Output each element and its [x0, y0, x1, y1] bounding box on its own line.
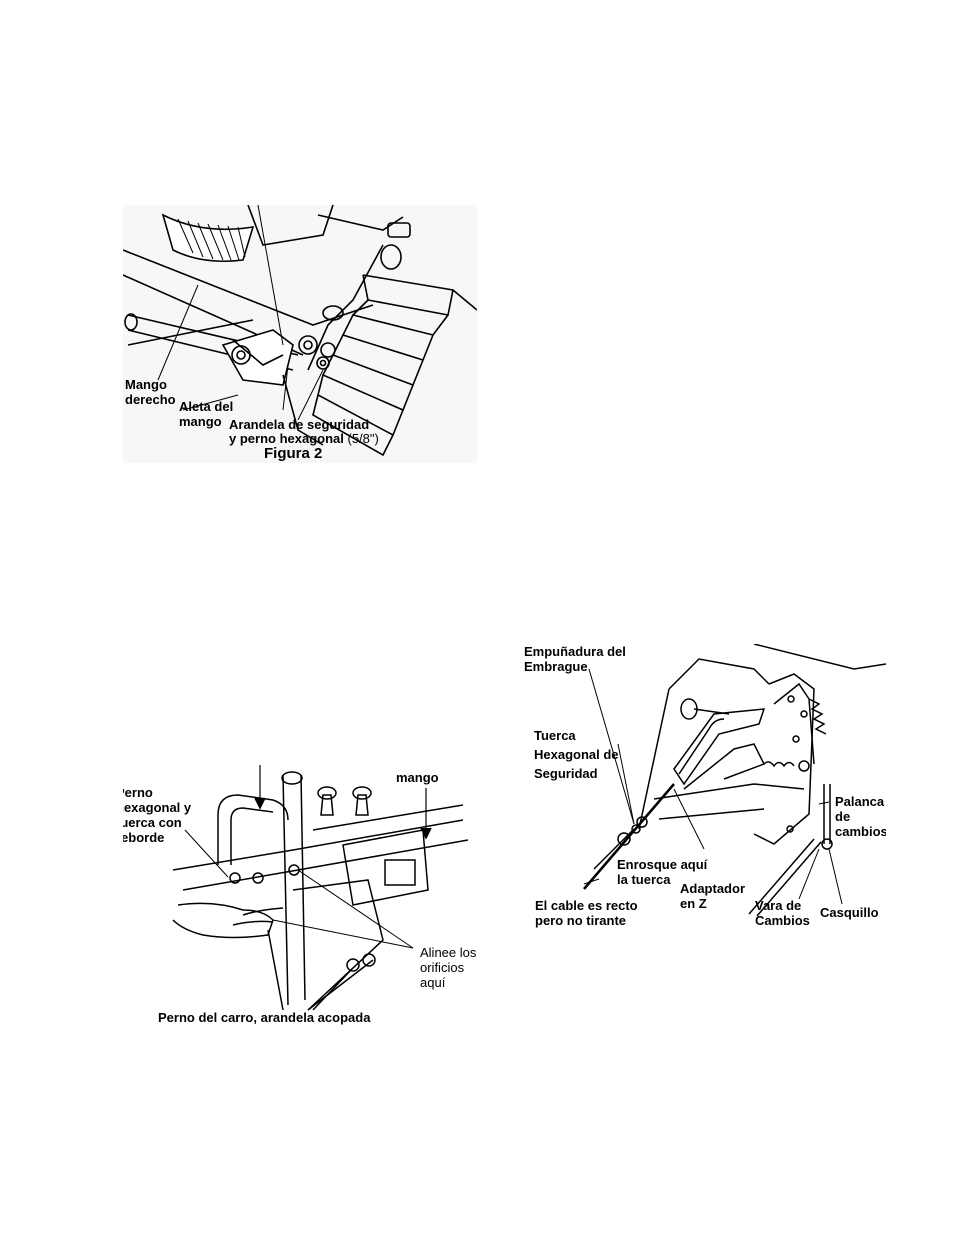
label-arandela-size: (5/8") [343, 431, 379, 446]
label-aleta-mango: Aleta del mango [179, 399, 234, 429]
figure-4: Empuñadura del Embrague Tuerca Hexagonal… [524, 644, 886, 930]
figure-2-drawing [123, 205, 477, 457]
label-perno-hexagonal: Perno hexagonal y tuerca con reborde [123, 785, 192, 845]
label-alinee-orificios: Alinee los orificios aquí [420, 945, 477, 990]
figure-3: Perno hexagonal y tuerca con reborde man… [123, 760, 479, 1026]
label-mango-derecho: Mango derecho [125, 377, 176, 407]
label-arandela-line2: y perno hexagonal (5/8") [229, 431, 379, 446]
label-arandela-line1: Arandela de seguridad [229, 417, 370, 432]
label-casquillo: Casquillo [820, 905, 879, 920]
label-cable-recto: El cable es recto pero no tirante [535, 898, 638, 928]
label-tuerca-hexagonal: Tuerca Hexagonal de Seguridad [534, 728, 619, 781]
label-palanca-cambios: Palanca de cambios [835, 794, 886, 839]
label-enrosque-tuerca: Enrosque aquí la tuerca [617, 857, 708, 887]
figure-2: Mango derecho Aleta del mango Arandela d… [123, 205, 477, 463]
label-arandela-bold: y perno hexagonal [229, 431, 344, 446]
figure-3-drawing [172, 765, 469, 1011]
figure-4-drawing [583, 644, 886, 917]
label-empunadura-embrague: Empuñadura del Embrague [524, 644, 626, 674]
label-perno-carro: Perno del carro, arandela acopada [158, 1010, 371, 1025]
label-vara-cambios: Vara de Cambios [755, 898, 810, 928]
label-adaptador-z: Adaptador en Z [680, 881, 745, 911]
figure-2-caption: Figura 2 [264, 445, 323, 462]
label-mango: mango [396, 770, 439, 785]
